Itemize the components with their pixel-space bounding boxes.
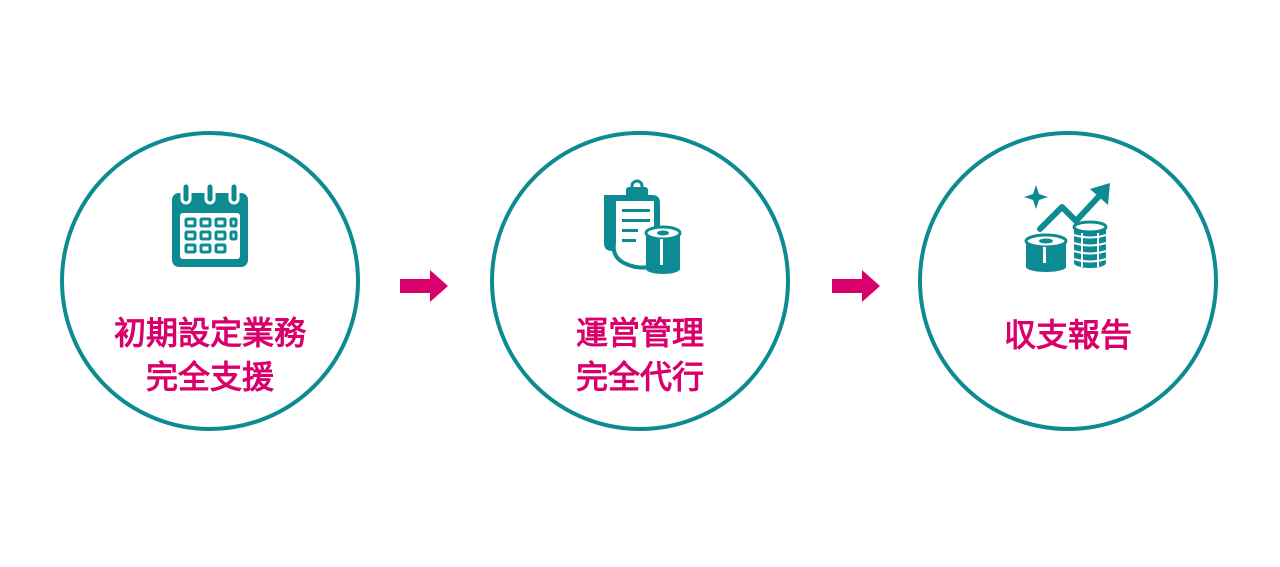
step-financial-report: 収支報告 xyxy=(918,131,1218,431)
step-label: 収支報告 xyxy=(922,313,1214,357)
arrow-right-icon xyxy=(400,268,448,304)
step-label: 運営管理 完全代行 xyxy=(494,311,786,399)
step-label-line: 運営管理 xyxy=(575,314,704,352)
step-label-line: 初期設定業務 xyxy=(113,314,306,352)
revenue-growth-icon xyxy=(1018,177,1118,277)
step-label: 初期設定業務 完全支援 xyxy=(64,311,356,399)
step-label-line: 完全代行 xyxy=(575,358,704,396)
step-operations-management: 運営管理 完全代行 xyxy=(490,131,790,431)
step-label-line: 完全支援 xyxy=(145,358,274,396)
clipboard-icon xyxy=(590,177,690,277)
step-initial-setup: 初期設定業務 完全支援 xyxy=(60,131,360,431)
calendar-icon xyxy=(160,177,260,277)
step-label-line: 収支報告 xyxy=(1003,316,1132,354)
arrow-right-icon xyxy=(832,268,880,304)
